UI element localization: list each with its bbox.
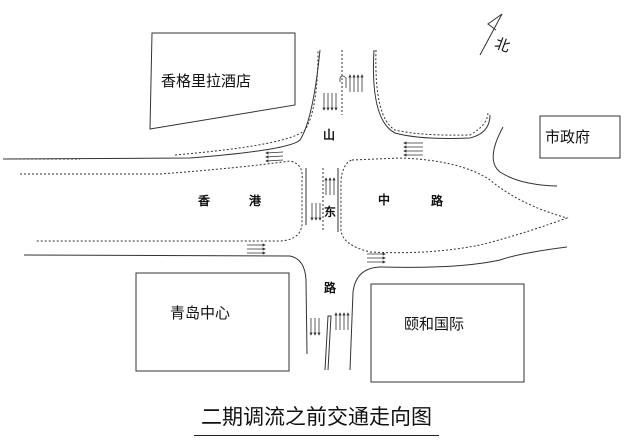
road-label-gang: 港 xyxy=(249,194,262,208)
road-edge-se xyxy=(349,246,568,371)
island-w xyxy=(20,160,303,242)
road-label-shan: 山 xyxy=(323,128,336,142)
north-arrow-icon xyxy=(479,13,503,56)
yihe-outline xyxy=(370,283,525,383)
traffic-arrows xyxy=(247,74,423,336)
building-yihe: 颐和国际 xyxy=(404,315,465,333)
diagram-title: 二期调流之前交通走向图 xyxy=(194,401,439,436)
building-city-hall: 市政府 xyxy=(545,128,591,146)
road-edge-sw xyxy=(23,254,308,355)
road-label-lu-e: 路 xyxy=(431,194,444,208)
building-qingdao-center: 青岛中心 xyxy=(170,304,231,322)
u-turn-arrow xyxy=(339,75,347,88)
island-e xyxy=(340,157,569,254)
road-label-dong: 东 xyxy=(324,205,337,219)
city-hall-outline xyxy=(539,115,621,159)
road-edge-e xyxy=(492,126,558,187)
road-edge-ne xyxy=(372,49,491,139)
qingdao-center-outline xyxy=(135,272,290,372)
lane-dash-nw xyxy=(174,49,319,156)
median-s xyxy=(324,315,332,371)
road-label-xiang: 香 xyxy=(198,194,211,208)
road-label-lu-s: 路 xyxy=(324,281,337,295)
building-shangrila: 香格里拉酒店 xyxy=(161,72,252,90)
shangrila-outline xyxy=(149,32,296,130)
road-label-zhong: 中 xyxy=(378,193,391,207)
road-edge-nw xyxy=(2,49,321,160)
lane-dash-ne xyxy=(375,49,489,136)
